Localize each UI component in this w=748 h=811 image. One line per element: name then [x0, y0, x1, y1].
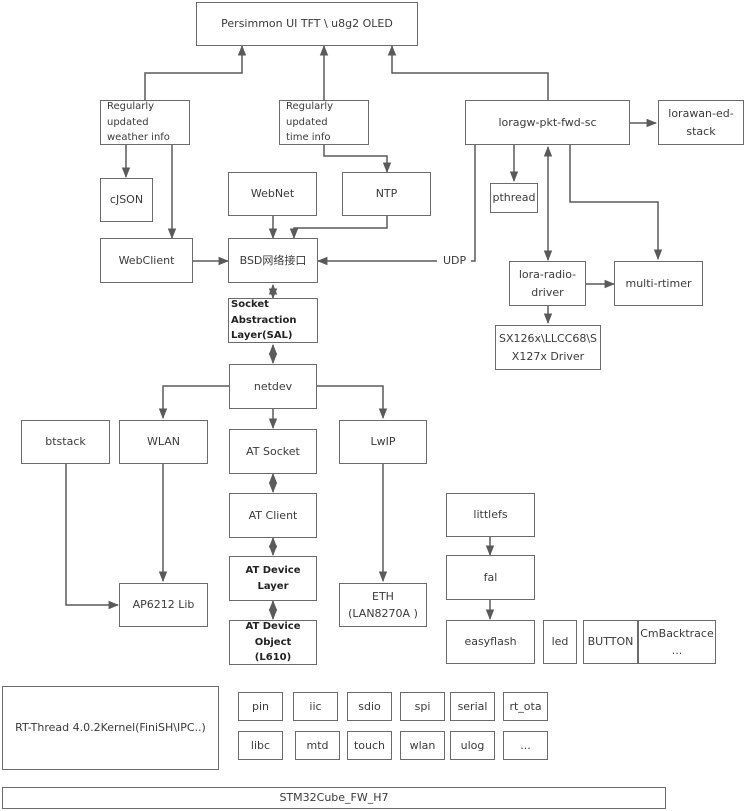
- edge-loragw-persimmon: [387, 44, 549, 100]
- node-at-socket: AT Socket: [229, 429, 317, 474]
- node-cjson: cJSON: [100, 178, 153, 222]
- edge-btstack-ap6212: [65, 464, 120, 610]
- node-pthread: pthread: [490, 183, 538, 213]
- edge-ntp-bsd: [289, 216, 388, 240]
- driver-serial: serial: [450, 692, 495, 721]
- node-bsd-socket: BSD网络接口: [228, 238, 318, 283]
- node-fal: fal: [446, 555, 535, 600]
- node-button: BUTTON: [583, 620, 638, 664]
- node-ap6212-lib: AP6212 Lib: [119, 583, 208, 627]
- edge-label-udp: UDP: [441, 254, 469, 267]
- edge-netdev-lwip: [317, 385, 388, 420]
- node-at-device-object: AT Device Object (L610): [229, 620, 317, 665]
- node-time-info: Regularly updated time info: [279, 100, 369, 145]
- node-webclient: WebClient: [100, 238, 193, 283]
- node-easyflash: easyflash: [446, 620, 535, 664]
- edge-weather-persimmon: [144, 44, 247, 100]
- node-multi-rtimer: multi-rtimer: [614, 261, 703, 306]
- node-stm32cube-fw-h7: STM32Cube_FW_H7: [2, 787, 666, 809]
- node-at-client: AT Client: [229, 493, 317, 538]
- node-led: led: [543, 620, 577, 664]
- driver-libc: libc: [238, 731, 283, 760]
- driver-spi: spi: [400, 692, 445, 721]
- driver-iic: iic: [293, 692, 338, 721]
- node-littlefs: littlefs: [446, 493, 535, 537]
- driver-ulog: ulog: [450, 731, 495, 760]
- node-lorawan-ed-stack: lorawan-ed- stack: [658, 100, 744, 145]
- edge-loragw-multirtimer: [569, 145, 663, 261]
- driver-mtd: mtd: [295, 731, 340, 760]
- node-rt-thread-kernel: RT-Thread 4.0.2Kernel(FiniSH\IPC..): [2, 686, 219, 770]
- edge-loragw-udp: [471, 145, 476, 262]
- node-ntp: NTP: [342, 172, 431, 216]
- driver-more: ...: [503, 731, 548, 760]
- node-netdev: netdev: [229, 364, 317, 409]
- node-lwip: LwIP: [339, 420, 427, 464]
- edge-netdev-wlan: [158, 385, 229, 420]
- driver-touch: touch: [347, 731, 392, 760]
- node-sal: Socket Abstraction Layer(SAL): [228, 298, 318, 343]
- node-wlan: WLAN: [119, 420, 208, 464]
- driver-wlan: wlan: [400, 731, 445, 760]
- node-lora-radio-driver: lora-radio- driver: [509, 261, 586, 306]
- node-loragw-pkt-fwd-sc: loragw-pkt-fwd-sc: [465, 100, 630, 145]
- node-eth-lan8270a: ETH (LAN8270A ): [339, 583, 427, 627]
- driver-sdio: sdio: [347, 692, 392, 721]
- edge-time-ntp: [323, 145, 392, 174]
- driver-pin: pin: [238, 692, 283, 721]
- node-weather-info: Regularly updated weather info: [100, 100, 190, 145]
- driver-rt-ota: rt_ota: [503, 692, 548, 721]
- node-persimmon: Persimmon UI TFT \ u8g2 OLED: [196, 2, 418, 46]
- node-cmbacktrace: CmBacktrace ...: [638, 620, 716, 664]
- node-btstack: btstack: [21, 420, 110, 464]
- node-sx126x-driver: SX126x\LLCC68\S X127x Driver: [495, 325, 601, 370]
- node-webnet: WebNet: [228, 172, 317, 216]
- node-at-device-layer: AT Device Layer: [229, 556, 317, 601]
